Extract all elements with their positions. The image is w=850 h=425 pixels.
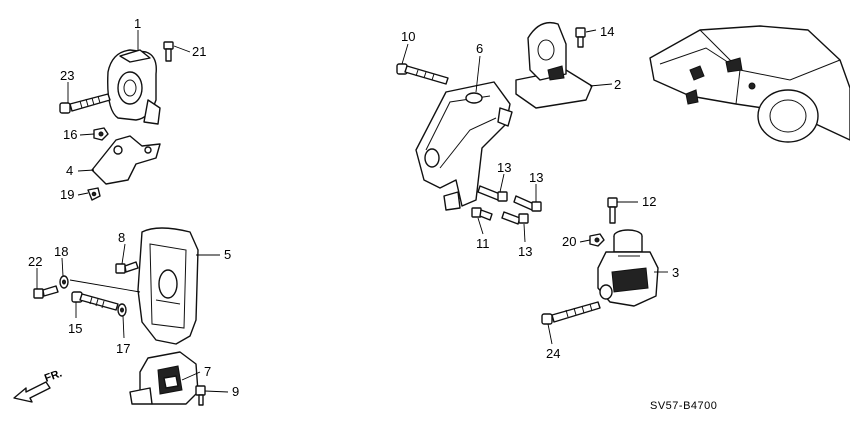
mount-part-3	[597, 229, 659, 307]
bracket-part-4	[91, 135, 161, 185]
callout-5: 5	[224, 247, 231, 262]
callout-13-a: 13	[497, 160, 511, 175]
callout-16: 16	[63, 127, 77, 142]
nut-part-20	[589, 233, 605, 247]
bolt-part-22	[33, 285, 59, 299]
callout-20: 20	[562, 234, 576, 249]
washer-part-17	[117, 303, 127, 317]
mount-part-2	[515, 21, 593, 109]
callout-19: 19	[60, 187, 74, 202]
bolt-part-24	[541, 301, 601, 325]
bolt-part-8	[115, 261, 139, 274]
mount-part-7	[129, 351, 199, 405]
callout-11: 11	[476, 236, 490, 251]
callout-22: 22	[28, 254, 42, 269]
bolt-part-12	[607, 197, 618, 224]
nut-part-19	[87, 187, 101, 201]
callout-1: 1	[134, 16, 141, 31]
callout-3: 3	[672, 265, 679, 280]
callout-4: 4	[66, 163, 73, 178]
front-direction-arrow: FR.	[13, 367, 64, 403]
callout-17: 17	[116, 341, 130, 356]
bolt-part-13-c	[501, 211, 529, 225]
callout-23: 23	[60, 68, 74, 83]
callout-12: 12	[642, 194, 656, 209]
bracket-part-5	[137, 227, 199, 345]
callout-9: 9	[232, 384, 239, 399]
nut-part-16	[93, 127, 109, 141]
callout-15: 15	[68, 321, 82, 336]
bolt-part-11	[471, 207, 493, 221]
front-label: FR.	[43, 367, 64, 384]
bolt-part-9	[195, 385, 206, 406]
callout-10: 10	[401, 29, 415, 44]
callout-14: 14	[600, 24, 614, 39]
bracket-part-6	[415, 81, 513, 211]
bolt-part-13-b	[513, 195, 542, 212]
callout-21: 21	[192, 44, 206, 59]
assembly-line	[69, 279, 141, 293]
drawing-code: SV57-B4700	[650, 400, 717, 412]
mount-part-1	[107, 49, 161, 125]
leader-lines	[36, 29, 668, 393]
callout-labels: 1 21 23 16 4 19 8 18 22 5 15 17 7 9 10 6…	[28, 16, 679, 399]
bolt-part-13-a	[477, 185, 508, 202]
callout-2: 2	[614, 77, 621, 92]
callout-18: 18	[54, 244, 68, 259]
bolt-part-15	[71, 291, 119, 311]
bolt-part-23	[59, 93, 111, 114]
callout-24: 24	[546, 346, 560, 361]
bolt-part-10	[396, 63, 449, 85]
callout-6: 6	[476, 41, 483, 56]
bolt-part-21	[163, 41, 174, 62]
callout-13-c: 13	[518, 244, 532, 259]
washer-part-18	[59, 275, 69, 289]
callout-13-b: 13	[529, 170, 543, 185]
bolt-part-14	[575, 27, 586, 48]
callout-8: 8	[118, 230, 125, 245]
vehicle-location-inset	[649, 25, 850, 143]
callout-7: 7	[204, 364, 211, 379]
